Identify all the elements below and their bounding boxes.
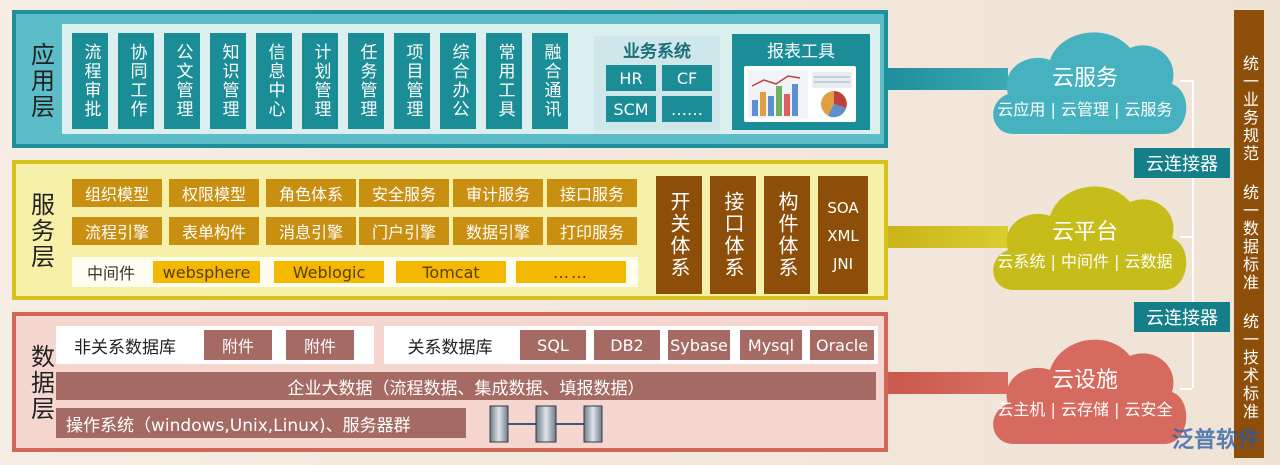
cloud-connector-label-2: 云连接器 xyxy=(1134,302,1230,332)
standards-bar xyxy=(1234,10,1264,458)
service-item[interactable]: 角色体系 xyxy=(266,179,356,207)
sql-item[interactable]: SQL xyxy=(520,330,586,360)
connector-line xyxy=(1192,80,1194,388)
sql-item[interactable]: Sybase xyxy=(668,330,730,360)
service-item[interactable]: 门户引擎 xyxy=(359,217,449,245)
middleware-item[interactable]: websphere xyxy=(153,261,260,283)
biz-hr-button[interactable]: HR xyxy=(606,65,656,91)
middleware-item[interactable]: …… xyxy=(516,261,626,283)
cloud-platform-sub: 云系统 | 中间件 | 云数据 xyxy=(997,252,1173,271)
cloud-service-sub: 云应用 | 云管理 | 云服务 xyxy=(997,100,1173,119)
report-thumbnail xyxy=(744,66,856,122)
sql-item[interactable]: Oracle xyxy=(810,330,874,360)
service-item[interactable]: 权限模型 xyxy=(169,179,259,207)
service-item[interactable]: 安全服务 xyxy=(359,179,449,207)
service-item[interactable]: 打印服务 xyxy=(547,217,637,245)
app-item[interactable]: 信息中心 xyxy=(256,33,292,129)
app-item[interactable]: 常用工具 xyxy=(486,33,522,129)
server-icon xyxy=(489,405,603,443)
interface-system[interactable]: 接口体系 xyxy=(710,176,756,294)
app-item[interactable]: 协同工作 xyxy=(118,33,154,129)
cloud-service-title: 云服务 xyxy=(1051,66,1118,91)
service-item[interactable]: 消息引擎 xyxy=(266,217,356,245)
connector-service xyxy=(888,226,1008,248)
connector-line xyxy=(1180,388,1192,390)
service-item[interactable]: 组织模型 xyxy=(72,179,162,207)
switch-system[interactable]: 开关体系 xyxy=(656,176,702,294)
standards-text: 统一业务规范 统一数据标准 统一技术标准 xyxy=(1240,55,1259,421)
component-system[interactable]: 构件体系 xyxy=(764,176,810,294)
protocol-jni: JNI xyxy=(832,255,854,273)
cloud-platform-shape xyxy=(993,186,1187,290)
protocol-soa: SOA xyxy=(827,199,859,217)
cloud-infra-title: 云设施 xyxy=(1051,368,1118,393)
app-item[interactable]: 融合通讯 xyxy=(532,33,568,129)
app-item[interactable]: 任务管理 xyxy=(348,33,384,129)
connector-data xyxy=(888,372,1008,394)
cloud-connector-label-1: 云连接器 xyxy=(1134,148,1230,178)
cloud-infra-shape xyxy=(993,339,1187,444)
biz-cf-button[interactable]: CF xyxy=(662,65,712,91)
cloud-service-shape xyxy=(993,32,1187,134)
app-item[interactable]: 计划管理 xyxy=(302,33,338,129)
big-data-bar[interactable]: 企业大数据（流程数据、集成数据、填报数据） xyxy=(56,372,876,400)
connector-line xyxy=(1180,80,1192,82)
middleware-label: 中间件 xyxy=(86,264,135,283)
biz-scm-button[interactable]: SCM xyxy=(606,96,656,122)
middleware-item[interactable]: Weblogic xyxy=(274,261,384,283)
cloud-platform-title: 云平台 xyxy=(1051,220,1118,245)
connector-line xyxy=(1180,236,1192,238)
middleware-item[interactable]: Tomcat xyxy=(396,261,506,283)
sql-label: 关系数据库 xyxy=(407,337,493,358)
sql-item[interactable]: Mysql xyxy=(740,330,802,360)
protocol-xml: XML xyxy=(827,227,859,245)
protocol-box xyxy=(818,176,868,294)
service-item[interactable]: 表单构件 xyxy=(169,217,259,245)
app-item[interactable]: 知识管理 xyxy=(210,33,246,129)
service-layer-label: 服务层 xyxy=(26,192,55,270)
app-item[interactable]: 综合办公 xyxy=(440,33,476,129)
server-cluster xyxy=(486,404,606,444)
nosql-label: 非关系数据库 xyxy=(74,337,176,358)
connector-app xyxy=(888,68,1008,90)
business-system-title: 业务系统 xyxy=(623,41,691,62)
service-item[interactable]: 数据引擎 xyxy=(453,217,543,245)
cloud-infra-sub: 云主机 | 云存储 | 云安全 xyxy=(997,400,1173,419)
nosql-item[interactable]: 附件 xyxy=(286,330,354,360)
app-item[interactable]: 流程审批 xyxy=(72,33,108,129)
report-chart-icon xyxy=(748,70,852,118)
service-item[interactable]: 接口服务 xyxy=(547,179,637,207)
biz-more-button[interactable]: …… xyxy=(662,96,712,122)
app-item[interactable]: 项目管理 xyxy=(394,33,430,129)
application-layer-label: 应用层 xyxy=(26,42,55,120)
report-tool-title: 报表工具 xyxy=(767,41,835,62)
nosql-item[interactable]: 附件 xyxy=(204,330,272,360)
app-item[interactable]: 公文管理 xyxy=(164,33,200,129)
sql-item[interactable]: DB2 xyxy=(594,330,660,360)
watermark-logo: 泛普软件 xyxy=(1172,428,1261,453)
service-item[interactable]: 流程引擎 xyxy=(72,217,162,245)
data-layer-label: 数据层 xyxy=(26,344,55,422)
service-item[interactable]: 审计服务 xyxy=(453,179,543,207)
os-bar[interactable]: 操作系统（windows,Unix,Linux)、服务器群 xyxy=(56,408,466,438)
